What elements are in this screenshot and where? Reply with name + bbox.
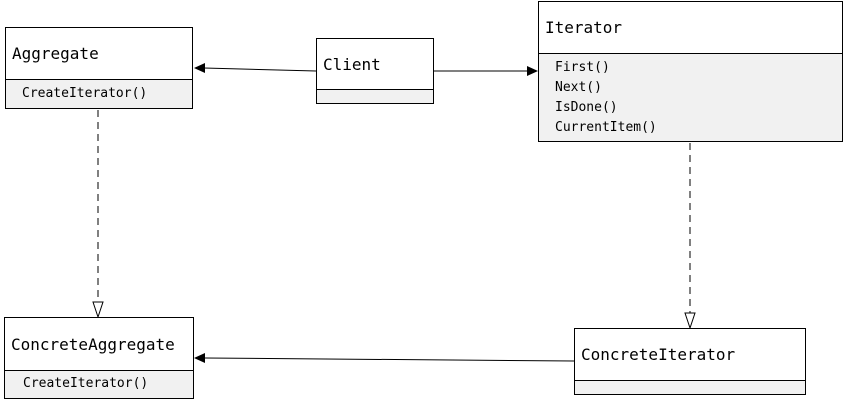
operation: IsDone(): [555, 100, 618, 115]
class-name: Iterator: [539, 2, 842, 54]
class-concrete-iterator[interactable]: ConcreteIterator: [574, 328, 806, 395]
operation: CreateIterator(): [23, 376, 149, 391]
operation: CreateIterator(): [22, 86, 148, 101]
realization-concreteaggregate-aggregate: [92, 110, 104, 319]
hollow-triangle-icon: [92, 301, 104, 319]
class-client[interactable]: Client: [316, 38, 434, 104]
class-concrete-aggregate[interactable]: ConcreteAggregate CreateIterator(): [4, 317, 194, 399]
hollow-triangle-icon: [684, 312, 696, 330]
realization-concreteiterator-iterator: [684, 143, 696, 330]
operations-compartment: CreateIterator(): [6, 80, 192, 108]
class-aggregate[interactable]: Aggregate CreateIterator(): [5, 27, 193, 109]
association-client-iterator: [434, 66, 538, 76]
operations-compartment: CreateIterator(): [5, 371, 193, 398]
class-iterator[interactable]: Iterator First() Next() IsDone() Current…: [538, 1, 843, 142]
class-name: ConcreteAggregate: [5, 318, 193, 371]
association-concreteiterator-concreteaggregate: [194, 353, 575, 363]
association-client-aggregate: [194, 63, 317, 73]
operation: Next(): [555, 80, 602, 95]
operations-compartment: [575, 381, 805, 394]
class-name: Aggregate: [6, 28, 192, 80]
operation: CurrentItem(): [555, 120, 657, 135]
operations-compartment: First() Next() IsDone() CurrentItem(): [539, 54, 842, 141]
arrowhead-icon: [527, 66, 538, 76]
operation: First(): [555, 60, 610, 75]
arrowhead-icon: [194, 63, 205, 73]
class-name: Client: [317, 39, 433, 90]
operations-compartment: [317, 90, 433, 103]
class-name: ConcreteIterator: [575, 329, 805, 381]
arrowhead-icon: [194, 353, 205, 363]
